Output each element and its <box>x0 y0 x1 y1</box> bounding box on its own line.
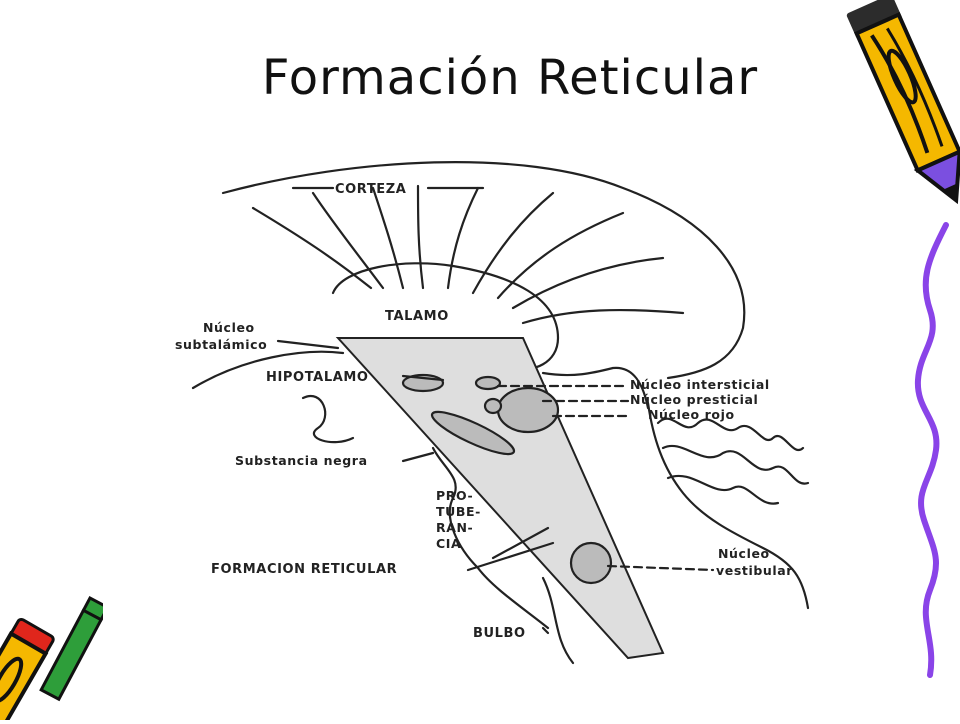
squiggle-decoration <box>900 220 960 684</box>
label-nucleo-vestibular: Núcleo <box>718 546 770 561</box>
label-bulbo: BULBO <box>473 626 526 641</box>
label-nucleo-presticial: Núcleo presticial <box>630 392 758 407</box>
label-protuberancia: RAN- <box>436 520 473 535</box>
label-hipotalamo: HIPOTALAMO <box>266 370 369 385</box>
label-protuberancia: TUBE- <box>436 504 481 519</box>
label-nucleo-rojo: Núcleo rojo <box>648 407 735 422</box>
slide-title: Formación Reticular <box>261 50 759 106</box>
label-nucleo-intersticial: Núcleo intersticial <box>630 377 770 392</box>
label-protuberancia: PRO- <box>436 488 473 503</box>
pencil-icon <box>800 0 960 234</box>
brain-diagram: CORTEZA TALAMO Núcleo subtalámico HIPOTA… <box>103 148 830 678</box>
label-corteza: CORTEZA <box>335 182 406 197</box>
thalamus-outline <box>331 262 560 371</box>
label-nucleo-subtalamico: Núcleo <box>203 320 255 335</box>
label-talamo: TALAMO <box>385 309 449 324</box>
label-nucleo-subtalamico: subtalámico <box>175 337 267 352</box>
label-formacion-reticular: FORMACION RETICULAR <box>211 562 397 577</box>
cortex-outline <box>221 161 746 380</box>
label-substancia-negra: Substancia negra <box>235 453 368 468</box>
label-nucleo-vestibular: vestibular <box>716 563 793 578</box>
label-protuberancia: CIA <box>436 536 461 551</box>
pencil-icon <box>0 578 150 724</box>
